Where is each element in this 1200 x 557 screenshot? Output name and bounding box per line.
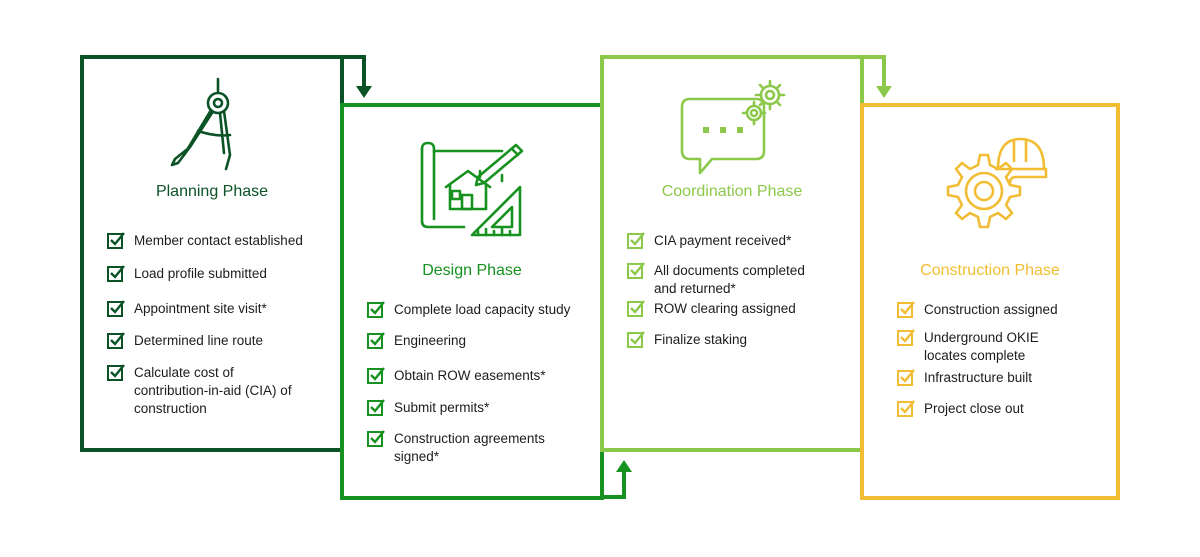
list-item: Finalize staking [627, 331, 747, 349]
list-item-label: Member contact established [134, 233, 303, 248]
chat-gears-icon [680, 79, 786, 175]
checkbox-checked-icon [897, 369, 915, 386]
checkbox-checked-icon [367, 301, 385, 318]
list-item: Underground OKIE locates complete [897, 329, 1039, 365]
list-item-label: Obtain ROW easements* [394, 368, 546, 383]
checkbox-checked-icon [107, 232, 125, 249]
list-item-label: All documents completed and returned* [654, 263, 805, 296]
list-item: Construction assigned [897, 301, 1058, 319]
checkbox-checked-icon [367, 399, 385, 416]
list-item: Calculate cost of contribution-in-aid (C… [107, 364, 292, 418]
list-item: Determined line route [107, 332, 263, 350]
list-item: Obtain ROW easements* [367, 367, 546, 385]
list-item-label: Underground OKIE locates complete [924, 330, 1039, 363]
list-item: Submit permits* [367, 399, 489, 417]
list-item: All documents completed and returned* [627, 262, 805, 298]
checkbox-checked-icon [107, 332, 125, 349]
phase-title: Coordination Phase [661, 183, 803, 200]
phase-title: Construction Phase [920, 262, 1060, 279]
list-item-label: Construction assigned [924, 302, 1058, 317]
hardhat-gear-icon [946, 137, 1048, 229]
list-item-label: Load profile submitted [134, 266, 267, 281]
checkbox-checked-icon [627, 300, 645, 317]
list-item-label: Submit permits* [394, 400, 490, 415]
list-item-label: ROW clearing assigned [654, 301, 796, 316]
list-item: Member contact established [107, 232, 303, 250]
list-item-label: Engineering [394, 333, 467, 348]
planning-phase-card: Planning Phase Member contact establishe… [80, 55, 344, 452]
list-item-label: Complete load capacity study [394, 302, 571, 317]
list-item: CIA payment received* [627, 232, 791, 250]
list-item: Engineering [367, 332, 466, 350]
list-item-label: Determined line route [134, 333, 264, 348]
arrowhead-coordination-to-construction [876, 86, 892, 98]
list-item-label: Calculate cost of contribution-in-aid (C… [134, 365, 292, 416]
phase-title: Planning Phase [155, 183, 269, 200]
arrowhead-planning-to-design [356, 86, 372, 98]
design-phase-card: Design Phase Complete load capacity stud… [340, 103, 604, 500]
checkbox-checked-icon [367, 332, 385, 349]
list-item: Complete load capacity study [367, 301, 570, 319]
list-item: Project close out [897, 400, 1024, 418]
list-item-label: Finalize staking [654, 332, 748, 347]
coordination-phase-card: Coordination Phase CIA payment received*… [600, 55, 864, 452]
checkbox-checked-icon [627, 232, 645, 249]
list-item-label: Construction agreements signed* [394, 431, 545, 464]
checkbox-checked-icon [897, 301, 915, 318]
construction-phase-card: Construction Phase Construction assigned… [860, 103, 1120, 500]
list-item: Appointment site visit* [107, 300, 267, 318]
list-item-label: Appointment site visit* [134, 301, 267, 316]
list-item-label: Infrastructure built [924, 370, 1033, 385]
checkbox-checked-icon [627, 262, 645, 279]
checkbox-checked-icon [107, 265, 125, 282]
list-item: ROW clearing assigned [627, 300, 796, 318]
checkbox-checked-icon [897, 329, 915, 346]
list-item-label: Project close out [924, 401, 1024, 416]
checkbox-checked-icon [107, 300, 125, 317]
drafting-compass-icon [170, 77, 232, 171]
list-item: Construction agreements signed* [367, 430, 545, 466]
list-item: Load profile submitted [107, 265, 267, 283]
list-item: Infrastructure built [897, 369, 1032, 387]
checkbox-checked-icon [367, 430, 385, 447]
checkbox-checked-icon [897, 400, 915, 417]
checkbox-checked-icon [107, 364, 125, 381]
checkbox-checked-icon [627, 331, 645, 348]
house-blueprint-icon [420, 141, 524, 237]
arrowhead-design-to-coordination [616, 460, 632, 472]
checkbox-checked-icon [367, 367, 385, 384]
phase-title: Design Phase [422, 262, 522, 279]
list-item-label: CIA payment received* [654, 233, 792, 248]
